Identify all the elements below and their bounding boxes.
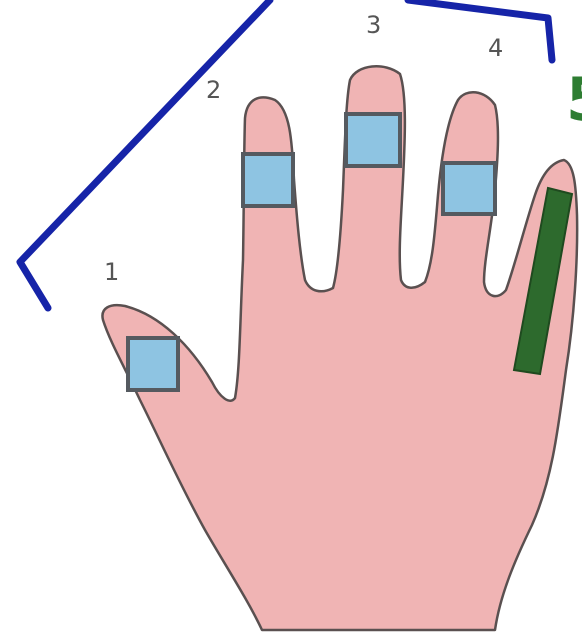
bracket-line <box>20 0 270 308</box>
finger-3-marker <box>346 114 400 166</box>
finger-1-label: 1 <box>104 258 119 286</box>
finger-1-marker <box>128 338 178 390</box>
finger-4-label: 4 <box>488 34 503 62</box>
finger-2-label: 2 <box>206 76 221 104</box>
bracket-line-right <box>408 0 552 60</box>
finger-2-marker <box>243 154 293 206</box>
thumb-label-partial: 5 <box>566 65 582 135</box>
finger-3-label: 3 <box>366 11 381 39</box>
finger-4-marker <box>443 163 495 214</box>
